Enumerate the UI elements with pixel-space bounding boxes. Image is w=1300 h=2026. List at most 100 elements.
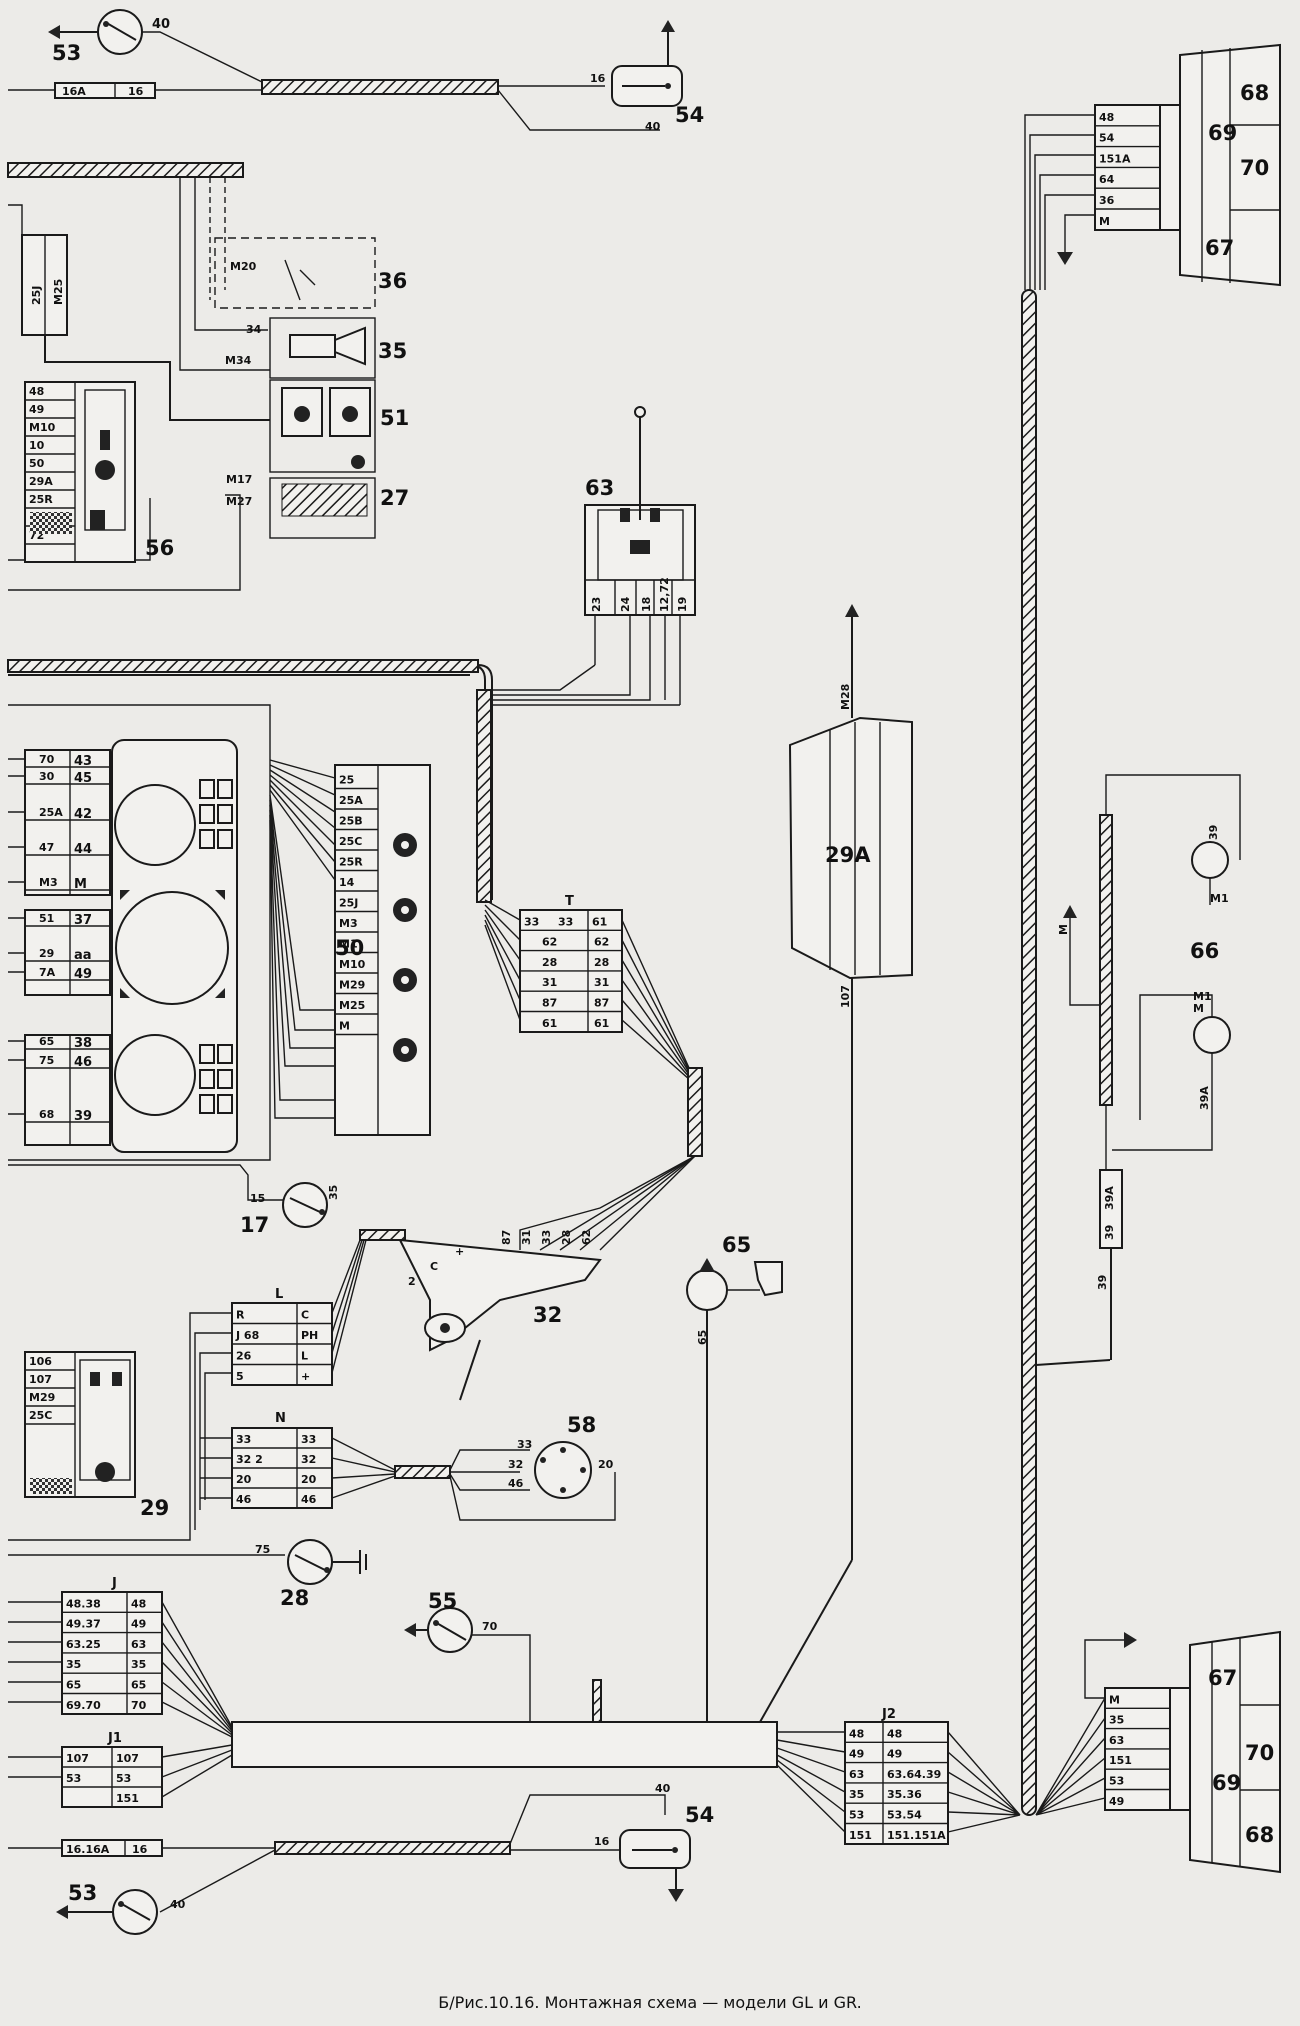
svg-text:40: 40 (170, 1898, 186, 1911)
svg-text:25J: 25J (30, 286, 43, 305)
pin-label: 46 (74, 1055, 92, 1070)
pin-label: M10 (339, 958, 366, 971)
pin-label: M29 (29, 1391, 55, 1404)
component-17: 15 35 17 (240, 1182, 340, 1237)
pin-label: 69.70 (66, 1699, 101, 1712)
harness-top (261, 79, 499, 95)
svg-text:32: 32 (533, 1303, 562, 1327)
pin-label: 25R (29, 493, 53, 506)
pin-label: 35 (66, 1658, 81, 1671)
svg-text:39A: 39A (1198, 1086, 1211, 1110)
pin-label: M3 (39, 876, 58, 889)
component-35: 34 M34 35 (225, 317, 407, 379)
pin-label: 25A (339, 794, 363, 807)
svg-text:15: 15 (250, 1192, 265, 1205)
pin-label: M25 (339, 999, 365, 1012)
connector-25J-M25: 25J M25 (21, 234, 68, 336)
pin-label: 28 (542, 956, 557, 969)
pin-label: M29 (339, 979, 365, 992)
pin-label: 62 (542, 936, 557, 949)
pin-label: 25A (39, 806, 63, 819)
svg-text:51: 51 (380, 406, 409, 430)
pin-label: 107 (66, 1752, 89, 1765)
pin-label: 70 (131, 1699, 147, 1712)
pin-label: 20 (236, 1473, 252, 1486)
svg-text:67: 67 (1205, 236, 1234, 260)
component-27: M17 M27 27 (226, 473, 409, 539)
svg-text:69: 69 (1208, 121, 1237, 145)
pin-label: 31 (594, 976, 609, 989)
svg-text:M25: M25 (52, 279, 65, 305)
harness-mid (7, 659, 479, 673)
pin-label: 68 (39, 1108, 54, 1121)
component-53-bottom: 40 53 (56, 1881, 186, 1935)
svg-text:27: 27 (380, 486, 409, 510)
pin-label: 61 (594, 1017, 609, 1030)
pin-label: 30 (39, 770, 55, 783)
svg-text:20: 20 (598, 1458, 614, 1471)
svg-text:53: 53 (68, 1881, 97, 1905)
pin-label: 65 (39, 1035, 54, 1048)
pin-label: L (301, 1350, 308, 1363)
pin-label: 39 (74, 1109, 92, 1124)
svg-text:34: 34 (246, 323, 262, 336)
pin-label: 75 (39, 1054, 54, 1067)
pin-label: 25R (339, 856, 363, 869)
svg-text:C: C (430, 1260, 438, 1273)
pin-label: 49 (131, 1618, 146, 1631)
dash-connector-a (24, 749, 111, 896)
svg-text:M1: M1 (1210, 892, 1229, 905)
pin-label: M (74, 877, 87, 892)
pin-label: 87 (542, 997, 557, 1010)
pin-label: M10 (29, 421, 56, 434)
pin-label: 26 (236, 1350, 252, 1363)
svg-text:M: M (1193, 1002, 1204, 1015)
svg-text:63: 63 (585, 476, 614, 500)
svg-text:87: 87 (500, 1230, 513, 1245)
svg-text:29A: 29A (825, 843, 871, 867)
component-55: 70 55 (404, 1589, 602, 1723)
pin-label: 35.36 (887, 1788, 922, 1801)
pin-label: 7A (39, 966, 56, 979)
svg-text:M34: M34 (225, 354, 252, 367)
component-28: 75 28 (255, 1539, 367, 1610)
pin-label: 48 (1099, 111, 1114, 124)
svg-text:M27: M27 (226, 495, 252, 508)
pin-label: 54 (1099, 132, 1115, 145)
pin-label: 25C (29, 1409, 52, 1422)
pin-label: 10 (29, 439, 45, 452)
pin-label: 48 (131, 1597, 146, 1610)
svg-text:58: 58 (567, 1413, 596, 1437)
svg-text:46: 46 (508, 1477, 524, 1490)
svg-text:32: 32 (508, 1458, 523, 1471)
component-32: 2 C + 32 (359, 1229, 602, 1401)
pin-label: 32 2 (236, 1453, 263, 1466)
pin-label: 87 (594, 997, 609, 1010)
pin-label: 65 (66, 1679, 81, 1692)
pin-label: 25C (339, 835, 362, 848)
svg-text:28: 28 (280, 1586, 309, 1610)
svg-text:53: 53 (52, 41, 81, 65)
svg-text:29: 29 (140, 1496, 169, 1520)
svg-text:35: 35 (378, 339, 407, 363)
pin-label: 106 (29, 1355, 52, 1368)
pin-label: J 68 (235, 1329, 259, 1342)
pin-label: 63 (849, 1768, 864, 1781)
pin-label: 151 (1109, 1754, 1132, 1767)
pin-label: 49.37 (66, 1618, 101, 1631)
dash-connector-b (24, 909, 111, 996)
pin-label: 14 (339, 876, 355, 889)
pin-label: 49 (74, 967, 92, 982)
svg-text:40: 40 (152, 17, 170, 32)
svg-text:L: L (275, 1287, 283, 1302)
harness-right-vertical (1021, 289, 1037, 1816)
main-harness-bottom (231, 1721, 778, 1768)
pin-label: 51 (39, 912, 54, 925)
svg-text:16: 16 (594, 1835, 610, 1848)
harness-upper-left (7, 162, 244, 178)
component-51: 51 (269, 379, 409, 473)
svg-text:68: 68 (1240, 81, 1269, 105)
pin-label: 61 (542, 1017, 557, 1030)
